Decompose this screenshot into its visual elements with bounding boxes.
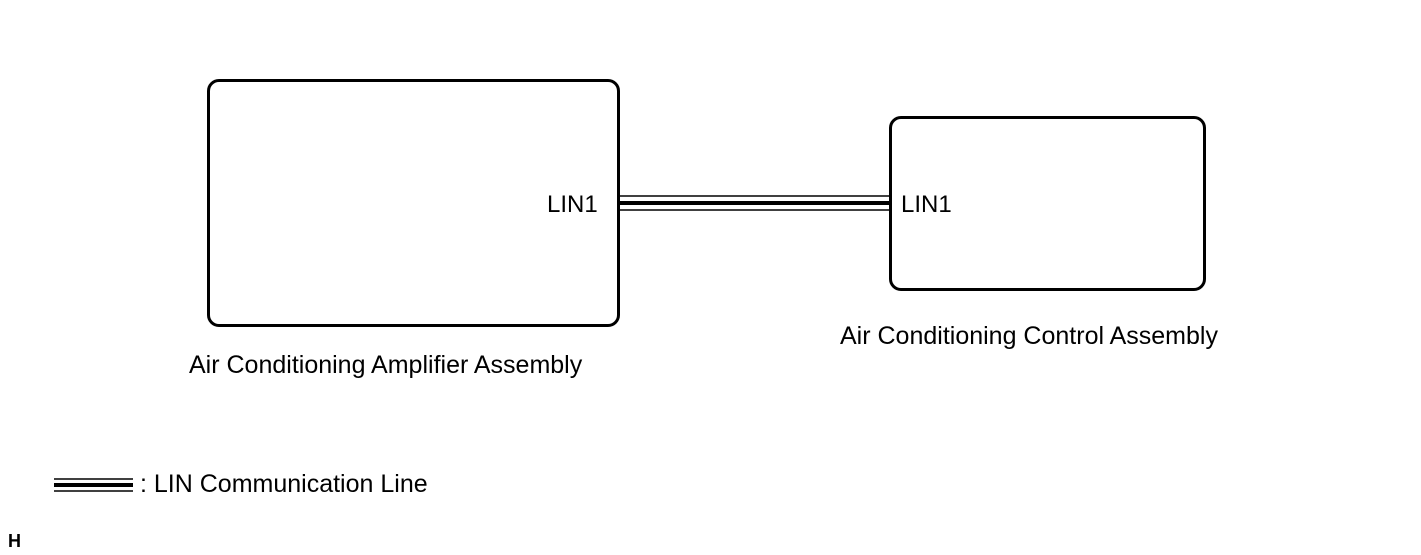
- control-pin-label: LIN1: [901, 191, 952, 218]
- corner-mark: H: [8, 531, 21, 551]
- amplifier-assembly-label: Air Conditioning Amplifier Assembly: [189, 351, 583, 379]
- amplifier-assembly-box: [207, 79, 620, 327]
- legend-label: : LIN Communication Line: [140, 470, 428, 498]
- control-assembly-box: [889, 116, 1206, 291]
- legend-line-symbol: [54, 478, 133, 492]
- amplifier-pin-label: LIN1: [547, 191, 598, 218]
- lin-communication-line: [620, 195, 889, 211]
- control-assembly-label: Air Conditioning Control Assembly: [840, 322, 1218, 350]
